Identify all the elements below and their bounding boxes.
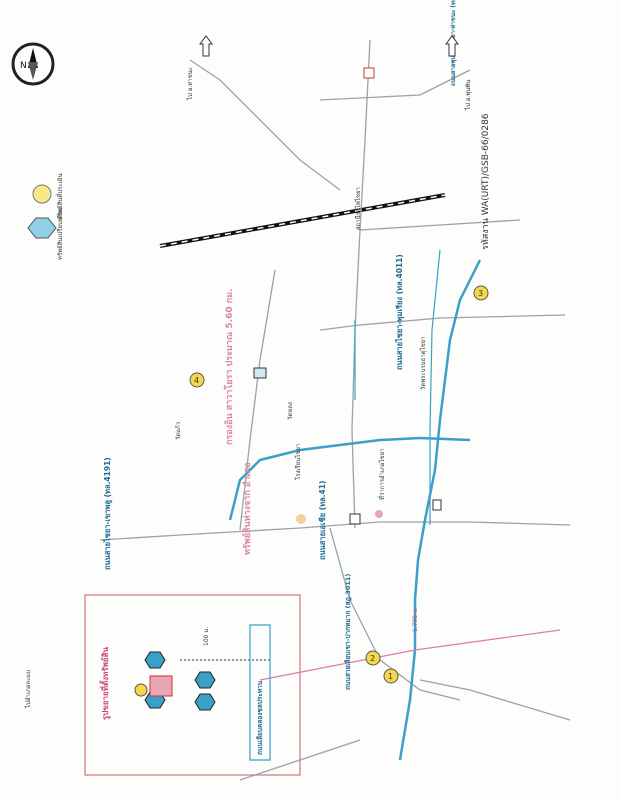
- dir-lamae: ไปอำเภอละแม: [24, 670, 32, 709]
- compass-label: N: [20, 61, 27, 71]
- place-1: วัดพระบรมธาตุไชยา: [419, 336, 427, 390]
- place-2: สถานีรถไฟไชยา: [354, 187, 362, 230]
- boundary-line: [259, 629, 561, 681]
- legend: ทรัพย์สินที่ประเมิน ทรัพย์สินเปรียบเทียบ: [27, 173, 64, 260]
- places: วัดพระบรมธาตุไชยา สถานีรถไฟไชยา โรงเรียน…: [175, 187, 427, 500]
- marker-4: 4: [194, 376, 199, 385]
- inset-road: ถนนเลียบคลองชลประทาน: [256, 680, 264, 755]
- legend-compared: ทรัพย์สินเปรียบเทียบ: [56, 208, 64, 260]
- place-4: ที่ว่าการอำเภอไชยา: [378, 449, 386, 501]
- marker-3: 3: [478, 289, 483, 298]
- marker-2: 2: [370, 654, 375, 663]
- inset-title: รูปขยายที่ตั้งทรัพย์สิน: [99, 647, 111, 721]
- label-road-41: ถนนสายเอเชีย (ทล.41): [318, 481, 327, 560]
- inset-distance: 100 ม.: [203, 627, 210, 646]
- roads: [99, 39, 571, 781]
- label-road-4191: ถนนสายไชยา-เขาพลู (ทล.4191): [102, 457, 113, 570]
- marker-1: 1: [388, 672, 393, 681]
- header-distance: ทรัพย์สินห่างจาก อำเภอ: [241, 462, 253, 555]
- place-3: โรงเรียนไชยา: [294, 444, 302, 480]
- markers: 4 3 2 1: [189, 285, 489, 684]
- main-road-lines: [354, 249, 441, 525]
- railway: [159, 193, 446, 248]
- place-5: วัดแก้ว: [175, 422, 182, 440]
- survey-code: รหัสงาน WA(URT)/GSB-66/0286: [481, 113, 491, 250]
- map-icons: [253, 67, 442, 525]
- compass: N: [11, 42, 55, 86]
- distance-label: 1,795 ม.: [412, 607, 419, 632]
- legend-surveyed: ทรัพย์สินที่ประเมิน: [56, 173, 64, 220]
- header-distance-2: กรองอิน สาวาโยรา ประมาณ 5.60 กม.: [223, 288, 235, 445]
- dir-phunphin: ไป อ.พุนพิน: [464, 80, 472, 111]
- label-road-4011: ถนนสายไชยา-พุมเรียง (ทล.4011): [394, 254, 404, 370]
- inset-box: รูปขยายที่ตั้งทรัพย์สิน 100 ม. ถนนเลียบค…: [84, 594, 301, 776]
- place-6: วัดหลง: [287, 402, 294, 420]
- dir-tha-chana: ไป อ.ท่าชนะ: [186, 67, 194, 101]
- label-road-3011: ถนนสายเลียบเขา-ปากหมาก (สฎ.3011): [344, 574, 352, 690]
